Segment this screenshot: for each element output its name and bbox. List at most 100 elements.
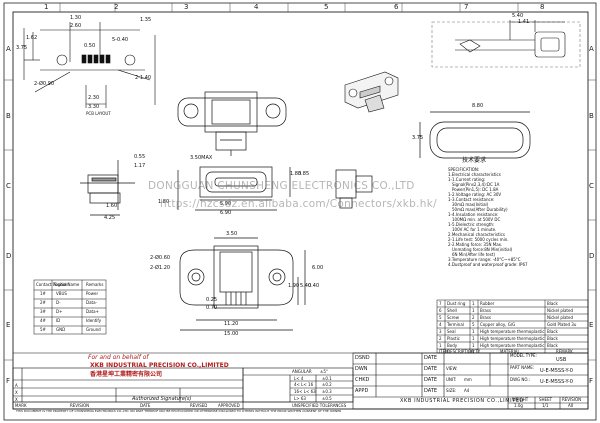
bom-row-4-remark: Gold Plated 3u — [547, 322, 577, 327]
dim-face-880: 8.80 — [472, 103, 484, 109]
bom-row-3-mat: High temperature thermoplastic — [480, 329, 545, 334]
dim-side-117: 1.17 — [134, 163, 146, 169]
appd-label: APPD — [355, 388, 369, 394]
dwn-label: DWN — [355, 366, 368, 372]
dim-pcb-375: 3.75 — [16, 45, 28, 51]
dim-front-350max: 3.50MAX — [190, 155, 213, 161]
dim-pcb-090: 2-Ø0.90 — [34, 81, 55, 87]
dim-face-375: 3.75 — [412, 135, 424, 141]
bom-header-qty: Q'TY — [471, 349, 481, 354]
pin-row-2-pos: 2# — [40, 300, 46, 305]
chkd-label: CHKD — [355, 377, 370, 383]
row-label-b: B — [6, 112, 11, 120]
bom-row-5-mat: Brass — [480, 315, 492, 320]
row-label-f-right: F — [589, 377, 594, 385]
outer-frame — [3, 2, 597, 421]
pin-row-4-remark: Identify — [86, 318, 102, 323]
dim-side-055: 0.55 — [134, 154, 146, 160]
dim-bot-040: 0.40 — [308, 283, 320, 289]
spec-line: 1-5.Dielectric strength: — [448, 222, 495, 227]
column-label-7: 7 — [464, 3, 469, 11]
company-name: XKB INDUSTRIAL PRECISION CO.,LIMITED — [90, 362, 229, 369]
dim-bot-025: 0.25 — [206, 297, 218, 303]
pin-row-1-pos: 1# — [40, 291, 46, 296]
tol-range-1: L< 4 — [294, 376, 304, 381]
bom-row-5-remark: Nickel plated — [547, 315, 573, 320]
pin-row-5-remark: Ground — [86, 327, 101, 332]
dim-tr-141: 1.41 — [518, 19, 530, 25]
sheet-value: 1/1 — [542, 403, 549, 408]
column-label-6: 6 — [394, 3, 399, 11]
dim-bot-1120: 11.20 — [224, 321, 239, 327]
tol-value-1: ±0.1 — [322, 376, 332, 381]
bom-row-6-item: 6 — [439, 308, 442, 313]
row-label-d: D — [6, 252, 12, 260]
dwg-no-value: U-E-M5SS-Y-0 — [540, 379, 573, 385]
top-front-view — [177, 91, 287, 156]
tol-value-3: ±0.3 — [322, 389, 332, 394]
dim-bot-070: 0.70 — [206, 305, 218, 311]
dim-side-160: 1.60 — [106, 203, 118, 209]
bom-row-1-mat: High temperature thermoplastic — [480, 343, 545, 348]
bom-header-remark: REMARK — [556, 349, 573, 354]
bom-row-4-desc: Terminal — [447, 322, 464, 327]
bom-row-1-qty: 1 — [472, 343, 475, 348]
pin-row-5-signal: GND — [56, 327, 66, 332]
bom-row-4-item: 4 — [439, 322, 442, 327]
dim-front-385: 3.85 — [298, 171, 310, 177]
spec-line: 4.Dustproof and waterproof grade: IP67 — [448, 262, 528, 267]
column-label-3: 3 — [184, 3, 189, 11]
bom-row-7-item: 7 — [439, 301, 442, 306]
rev-header-date: DATE — [140, 403, 151, 408]
row-label-b-right: B — [589, 112, 594, 120]
dim-pcb-540: 5-0.40 — [112, 37, 129, 43]
column-label-5: 5 — [324, 3, 329, 11]
bom-row-3-remark: Black — [547, 329, 558, 334]
watermark-line-1: DONGGUAN CHUNSHENG ELECTRONICS CO.,LTD — [148, 180, 415, 192]
spec-line: 1-4.Insulation resistance: — [448, 212, 499, 217]
bom-row-2-item: 2 — [439, 336, 442, 341]
pin-row-1-remark: Power — [86, 291, 99, 296]
spec-line: 2-1.Life test: 5000 cycles min. — [448, 237, 509, 242]
size-value: A4 — [464, 388, 470, 393]
dim-front-180v: 1.80 — [158, 199, 170, 205]
tol-range-4: L> 63 — [294, 396, 306, 401]
bottom-view — [179, 237, 306, 331]
date-label-2: DATE — [424, 366, 438, 372]
dim-front-180: 1.80 — [290, 171, 302, 177]
pin-row-4-pos: 4# — [40, 318, 46, 323]
spec-line: SPECIFICATION: — [448, 167, 480, 172]
tol-range-2: 4< L< 16 — [294, 382, 314, 387]
row-label-c-right: C — [589, 182, 594, 190]
pin-row-3-remark: Data+ — [86, 309, 99, 314]
rev-header-revised: REVISED — [190, 403, 208, 408]
spec-line: Power(Pin1,5): DC 1.8A — [452, 187, 499, 192]
angular-label: ANGULAR — [292, 369, 312, 374]
side-detail-view — [335, 169, 373, 209]
view-label: VIEW: — [446, 366, 458, 371]
spec-line: 100V AC for 1 minute. — [452, 227, 497, 232]
bom-row-7-desc: Dust ring — [447, 301, 466, 306]
part-name-label: PART NAME: — [510, 365, 535, 370]
pin-row-5-pos: 5# — [40, 327, 46, 332]
spec-line: 3.Temperature range: -40°C~+85°C — [448, 257, 521, 262]
part-name-value: U-E-M5SS-Y-0 — [540, 368, 573, 374]
dwg-no-label: DWG NO.: — [510, 377, 531, 382]
row-label-e-right: E — [589, 321, 594, 329]
unspecified-tolerances: UNSPECIFIED TOLERANCES — [292, 403, 347, 408]
tol-value-2: ±0.2 — [322, 382, 332, 387]
rev-mark-a: A — [15, 383, 18, 388]
dim-bot-540: 5.40 — [300, 283, 312, 289]
title-block-grid — [12, 352, 589, 410]
side-view — [80, 160, 135, 216]
dim-pcb-260: 2.60 — [70, 23, 82, 29]
rev-header-mark: MARK — [15, 403, 27, 408]
behalf-text: For and on behalf of — [88, 354, 149, 361]
spec-line: Unmating force:8N Min(initial) — [452, 247, 513, 252]
dim-pcb-135: 1.35 — [140, 17, 152, 23]
bom-row-4-mat: Copper alloy, G/G — [480, 322, 516, 327]
row-label-e: E — [6, 321, 11, 329]
dim-tr-540: 5.40 — [512, 13, 524, 19]
dim-pcb-130: 1.30 — [70, 15, 82, 21]
